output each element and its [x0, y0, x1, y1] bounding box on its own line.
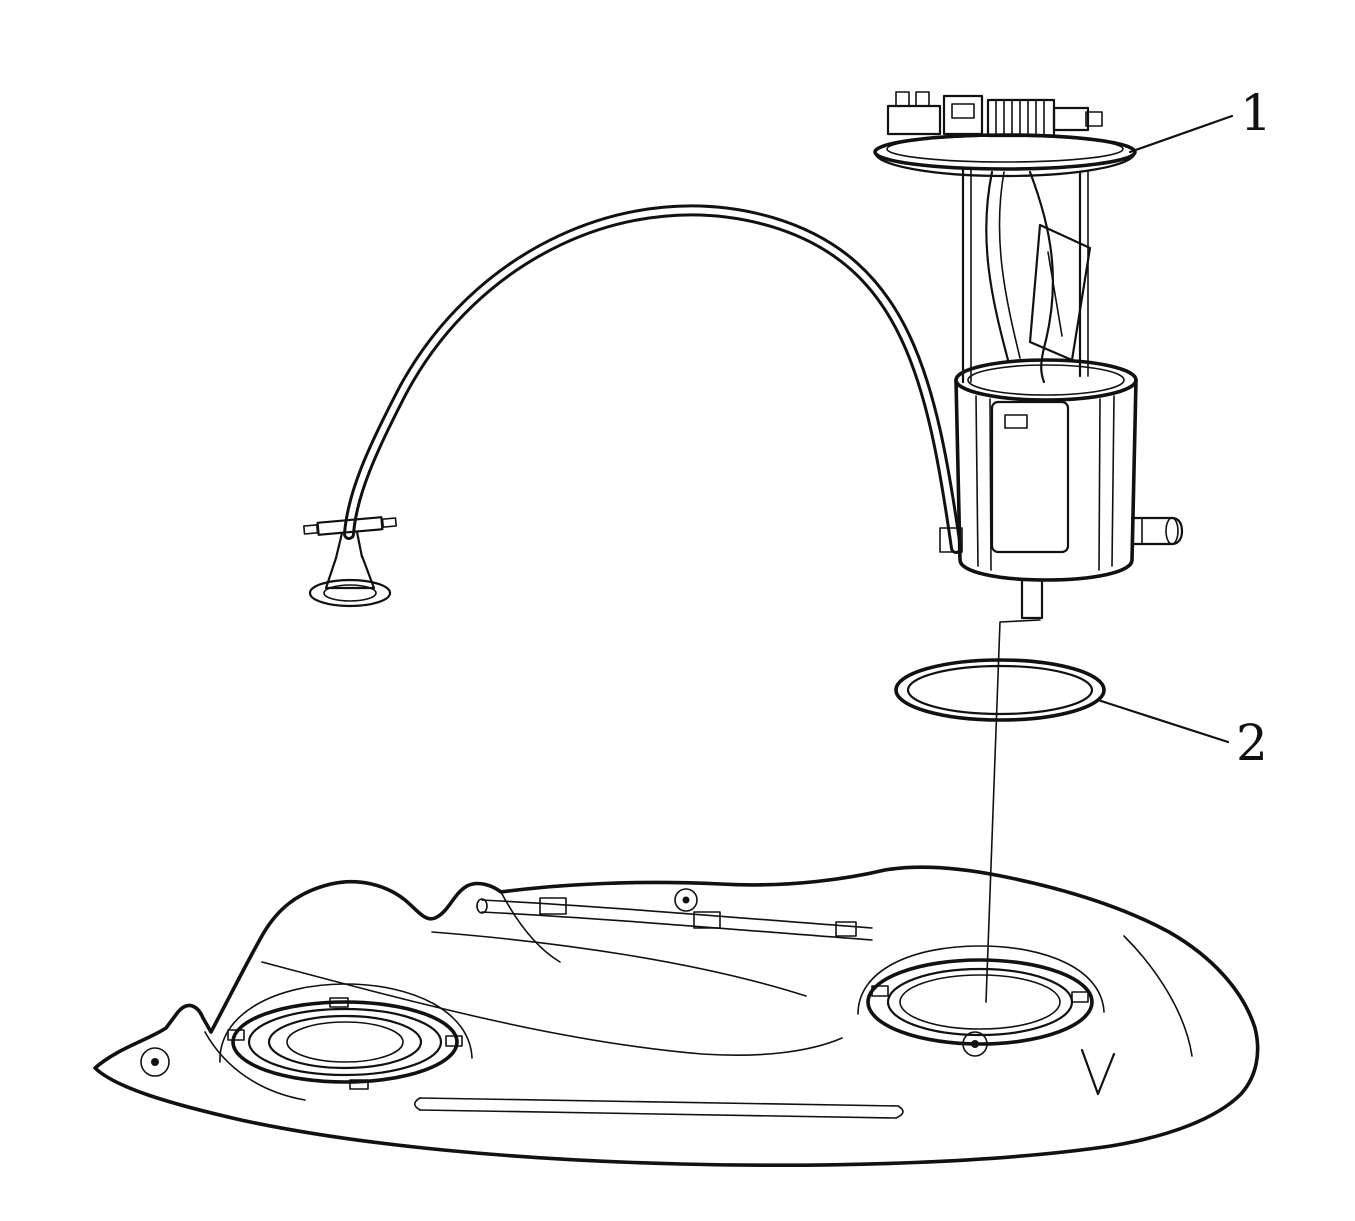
tank-left-opening — [219, 983, 473, 1090]
tank-bottom-seam — [413, 1097, 904, 1119]
tank-outline — [93, 865, 1260, 1167]
fuel-tank — [93, 865, 1260, 1167]
hose-end-fitting — [303, 516, 397, 608]
tank-line-channel — [476, 897, 873, 941]
module-flange — [873, 133, 1137, 178]
module-top-fittings — [886, 91, 1103, 138]
fuel-feed-hose — [343, 204, 962, 554]
module-bottom-stub — [1020, 578, 1044, 620]
callout-2-leader — [1096, 698, 1230, 744]
module-outlet-port — [1130, 516, 1184, 546]
tank-grommets — [140, 888, 988, 1077]
callout-1-label: 1 — [1240, 84, 1272, 142]
alignment-line — [985, 619, 1041, 1003]
module-reservoir — [939, 358, 1138, 582]
tank-surface-contours — [204, 891, 1193, 1101]
o-ring-seal — [894, 658, 1106, 722]
callouts: 1 2 — [1096, 84, 1272, 772]
fuel-pump-module — [873, 91, 1184, 620]
module-internal-tubes — [985, 170, 1092, 384]
callout-1-leader — [1128, 114, 1234, 154]
callout-2-label: 2 — [1236, 714, 1268, 772]
tank-right-opening — [857, 945, 1105, 1046]
module-guide-rods — [961, 168, 1089, 384]
